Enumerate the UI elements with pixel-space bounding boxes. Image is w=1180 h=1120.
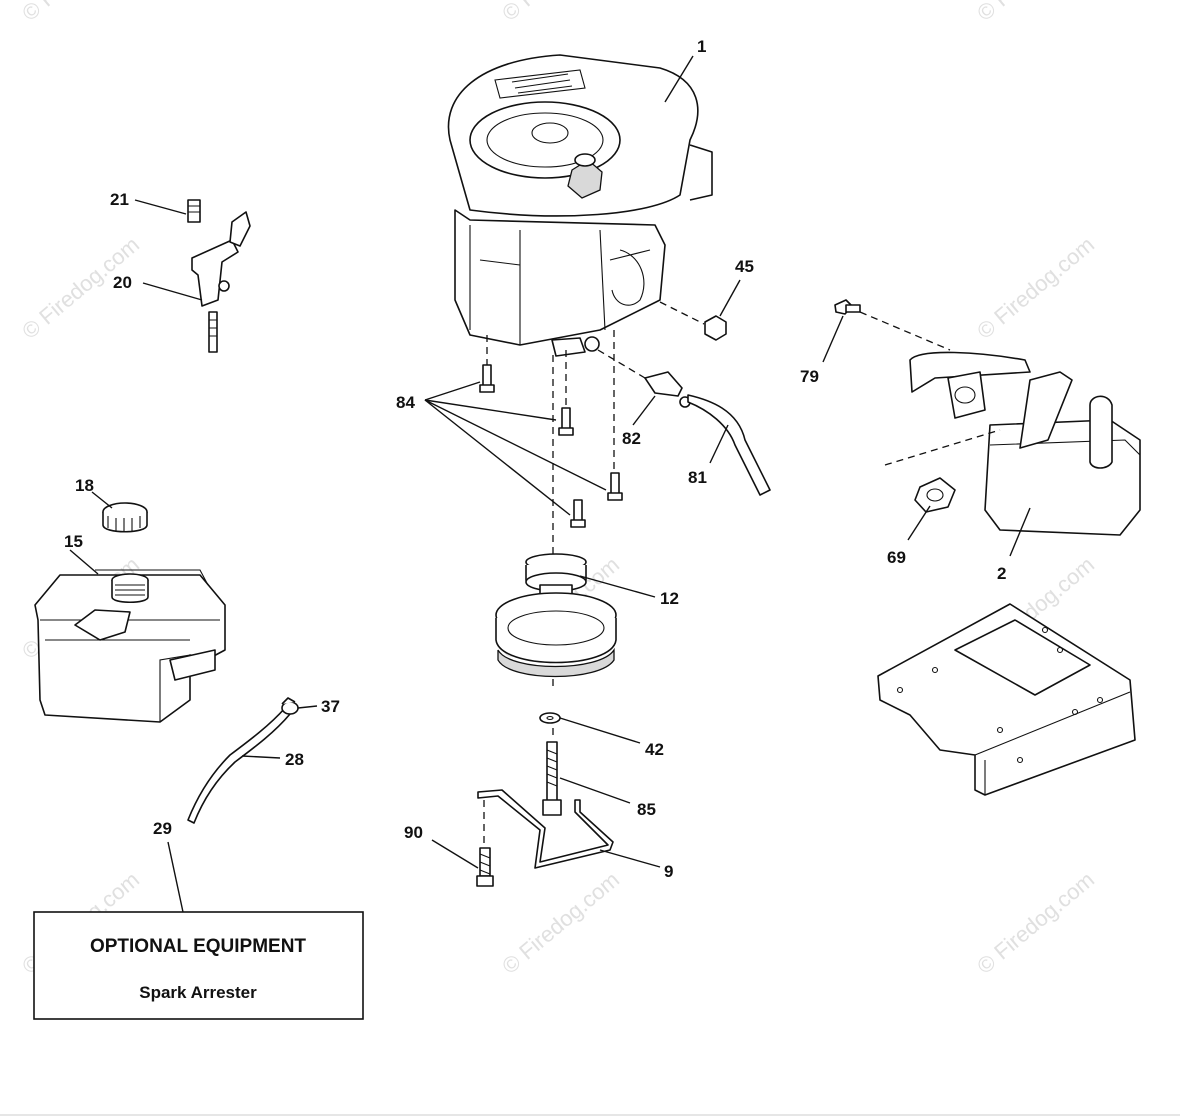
dash-82 <box>597 349 646 379</box>
callout-21: 21 <box>110 190 129 209</box>
callout-45: 45 <box>735 257 754 276</box>
leader-28 <box>241 755 281 759</box>
leader-82 <box>632 395 656 426</box>
leader-42 <box>559 717 641 744</box>
leader-1 <box>664 55 694 103</box>
callout-9: 9 <box>664 862 673 881</box>
watermark: © Firedog.com <box>17 0 144 26</box>
leader-2 <box>1009 507 1031 557</box>
optional-equipment-item: Spark Arrester <box>139 983 257 1002</box>
leader-81 <box>709 424 729 464</box>
callout-90: 90 <box>404 823 423 842</box>
watermark: © Firedog.com <box>497 867 624 979</box>
leader-18 <box>91 491 113 509</box>
callout-1: 1 <box>697 37 706 56</box>
leader-84b <box>424 399 557 421</box>
fuel-tank-15 <box>34 569 226 723</box>
leader-20 <box>142 282 203 301</box>
bolts-84 <box>479 364 623 528</box>
engine-mount-plate <box>877 603 1136 796</box>
callout-42: 42 <box>645 740 664 759</box>
callout-85: 85 <box>637 800 656 819</box>
nut-45 <box>704 315 727 341</box>
callout-79: 79 <box>800 367 819 386</box>
leader-12 <box>579 575 656 598</box>
optional-equipment-box: OPTIONAL EQUIPMENT Spark Arrester <box>33 911 364 1020</box>
callout-84: 84 <box>396 393 415 412</box>
leader-9 <box>599 849 661 868</box>
leader-69 <box>907 505 931 541</box>
callout-20: 20 <box>113 273 132 292</box>
leader-21 <box>134 199 187 215</box>
dash-79 <box>859 311 951 351</box>
watermark: © Firedog.com <box>972 867 1099 979</box>
dash-69 <box>884 429 1001 466</box>
callout-29: 29 <box>153 819 172 838</box>
engine <box>447 54 713 357</box>
fuel-line-81 <box>644 371 771 496</box>
leader-85 <box>559 777 631 804</box>
muffler <box>909 351 1141 536</box>
watermark: © Firedog.com <box>497 0 624 26</box>
callout-37: 37 <box>321 697 340 716</box>
fuel-line-28 <box>187 707 291 824</box>
callout-18: 18 <box>75 476 94 495</box>
rod-9 <box>477 789 614 869</box>
gasket-69 <box>914 477 956 513</box>
callout-28: 28 <box>285 750 304 769</box>
leader-29 <box>167 841 184 913</box>
watermark: © Firedog.com <box>972 0 1099 26</box>
dash-45 <box>659 301 705 325</box>
leader-79 <box>822 315 844 363</box>
leader-84d <box>424 399 571 516</box>
pulley-12 <box>495 553 617 678</box>
watermark: © Firedog.com <box>972 232 1099 344</box>
callout-81: 81 <box>688 468 707 487</box>
callout-69: 69 <box>887 548 906 567</box>
bolt-90 <box>476 847 494 887</box>
callout-12: 12 <box>660 589 679 608</box>
leader-84a <box>424 381 481 401</box>
washer-42 <box>539 712 561 724</box>
bolt-85 <box>542 741 562 816</box>
callout-82: 82 <box>622 429 641 448</box>
leader-45 <box>719 279 741 317</box>
fuel-cap-18 <box>102 502 148 533</box>
leader-84c <box>424 399 607 491</box>
leader-15 <box>69 549 99 575</box>
bolt-79 <box>834 299 861 315</box>
clamp-37 <box>281 697 299 715</box>
callout-15: 15 <box>64 532 83 551</box>
leader-90 <box>431 839 479 869</box>
throttle-control <box>187 199 251 353</box>
callout-2: 2 <box>997 564 1006 583</box>
optional-equipment-title: OPTIONAL EQUIPMENT <box>90 936 306 957</box>
leader-37 <box>297 705 318 709</box>
